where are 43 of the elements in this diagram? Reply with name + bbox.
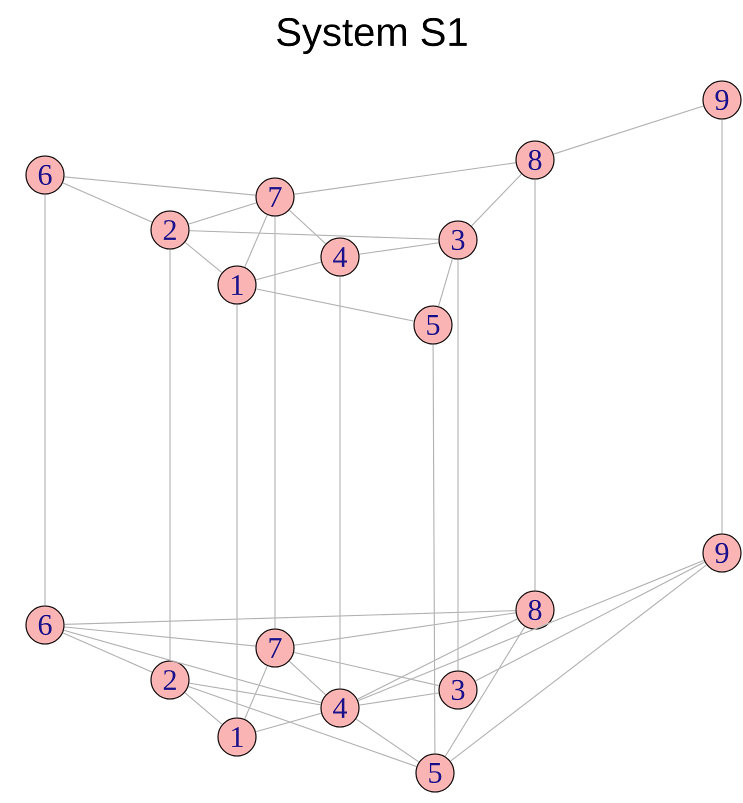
- edge-line: [294, 162, 516, 195]
- edge-line: [244, 214, 268, 268]
- edge-line: [169, 250, 171, 660]
- edge-line: [236, 304, 238, 718]
- edge-line: [64, 176, 256, 196]
- edge-line: [64, 610, 516, 625]
- edge-line: [554, 105, 704, 155]
- edge-line: [359, 242, 439, 255]
- edge-line: [358, 560, 704, 702]
- edge-line: [44, 194, 46, 606]
- edge-line: [184, 692, 222, 725]
- edge-line: [189, 682, 321, 706]
- edge-line: [475, 562, 705, 682]
- edge-line: [256, 712, 322, 732]
- edge-line: [457, 260, 459, 670]
- edge-line: [294, 612, 516, 646]
- edge-line: [188, 686, 417, 768]
- edge-line: [64, 630, 322, 704]
- edge-line: [62, 632, 152, 673]
- edge-line: [432, 344, 436, 754]
- edge-line: [294, 652, 439, 686]
- edge-line: [188, 202, 256, 225]
- edge-line: [534, 180, 536, 590]
- edge-line: [289, 660, 326, 696]
- edge-line: [289, 210, 326, 244]
- edge-line: [244, 666, 268, 720]
- edge-line: [357, 618, 518, 700]
- edge-line: [62, 182, 152, 223]
- edge-line: [339, 276, 341, 688]
- edge-line: [256, 262, 322, 280]
- edge-line: [450, 564, 707, 762]
- edge-line: [64, 626, 256, 647]
- edge-line: [274, 216, 276, 628]
- edge-line: [471, 174, 522, 226]
- edge-line: [256, 288, 414, 322]
- title: System S1: [277, 18, 467, 54]
- edge-line: [438, 258, 454, 306]
- edge-line: [721, 120, 723, 534]
- edge-line: [184, 242, 222, 273]
- edge-line: [356, 718, 420, 762]
- edge-line: [444, 626, 526, 757]
- edge-line: [359, 692, 439, 706]
- edge-line: [190, 230, 438, 240]
